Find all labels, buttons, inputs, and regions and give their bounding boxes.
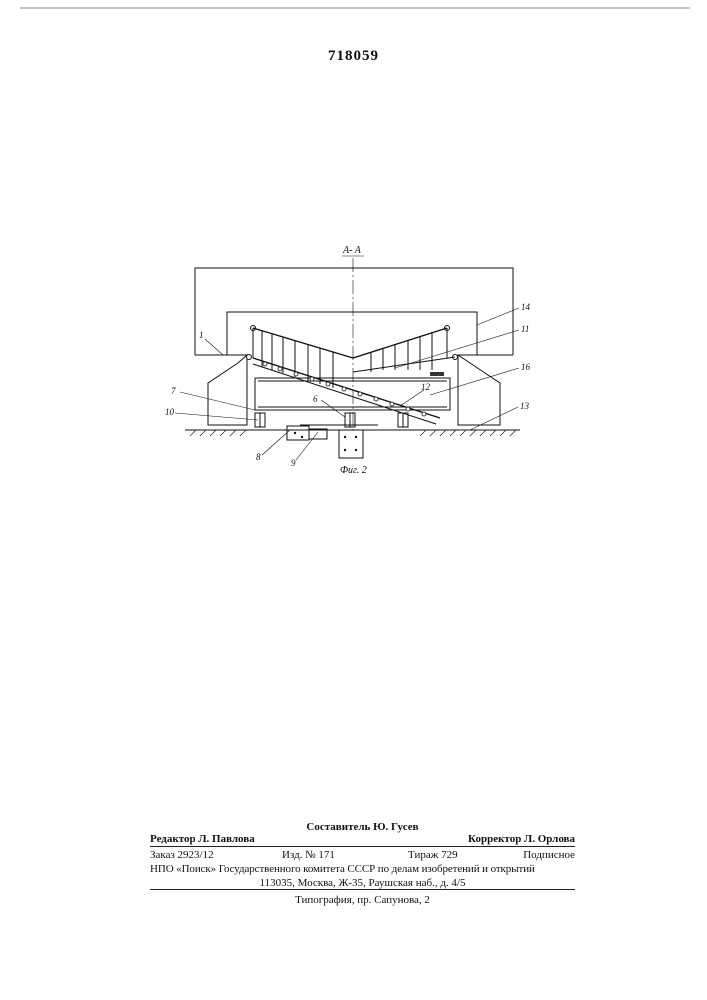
figure-caption: Фиг. 2 — [340, 465, 367, 476]
callout-7: 7 — [171, 386, 176, 396]
corrector: Корректор Л. Орлова — [468, 832, 575, 846]
hatched-block — [430, 372, 444, 376]
right-support — [458, 355, 500, 425]
printer: Типография, пр. Сапунова, 2 — [150, 893, 575, 907]
org-line-2: 113035, Москва, Ж-35, Раушская наб., д. … — [150, 876, 575, 890]
callout-16: 16 — [521, 362, 531, 372]
callout-9: 9 — [291, 458, 296, 468]
conveyor-rollers — [263, 362, 426, 416]
callout-6: 6 — [313, 394, 318, 404]
order: Заказ 2923/12 — [150, 848, 214, 862]
org-line-1: НПО «Поиск» Государственного комитета СС… — [150, 862, 575, 876]
callout-14: 14 — [521, 302, 531, 312]
motor-block — [287, 426, 309, 440]
foundation-block — [339, 430, 363, 458]
callout-8: 8 — [256, 452, 261, 462]
section-label: A- A — [342, 245, 362, 256]
block-bolts — [294, 432, 357, 451]
upper-tray-ribs — [262, 331, 432, 388]
inner-frame — [227, 312, 477, 355]
callout-13: 13 — [520, 401, 530, 411]
circulation: Тираж 729 — [408, 848, 458, 862]
upper-tray-right-edge — [353, 328, 447, 358]
upper-tray-left-edge — [253, 328, 353, 358]
tray-cross-line — [353, 357, 455, 372]
callout-10: 10 — [165, 407, 175, 417]
callout-12: 12 — [421, 382, 431, 392]
editor: Редактор Л. Павлова — [150, 832, 255, 846]
callout-11: 11 — [521, 324, 529, 334]
ground-hatch — [190, 430, 516, 436]
left-support — [208, 355, 247, 425]
subscription: Подписное — [523, 848, 575, 862]
edition: Изд. № 171 — [282, 848, 335, 862]
callout-1: 1 — [199, 330, 204, 340]
imprint: Составитель Ю. Гусев Редактор Л. Павлова… — [150, 822, 575, 907]
pivot-left — [247, 355, 252, 360]
